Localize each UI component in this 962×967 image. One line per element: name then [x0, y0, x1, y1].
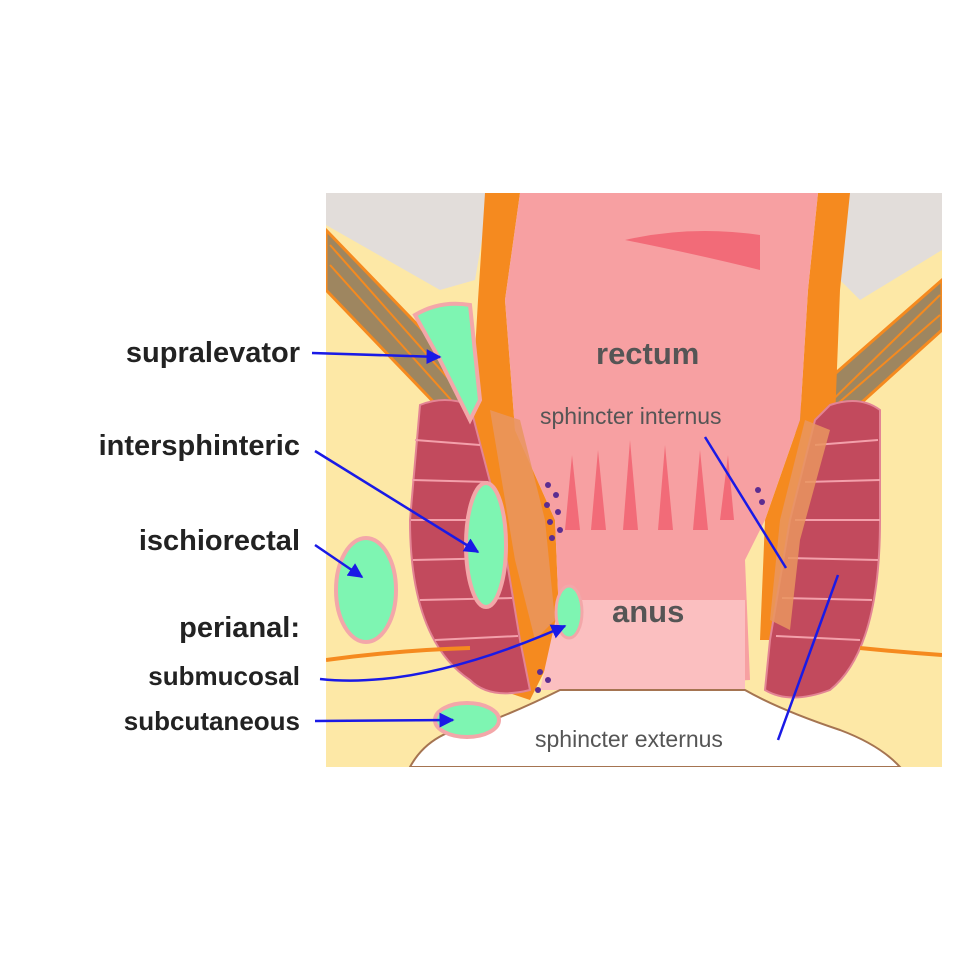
- label-supralevator: supralevator: [125, 337, 300, 369]
- arrow-supralevator: [311, 349, 442, 365]
- arrow-sphincter-internus: [703, 436, 788, 569]
- label-perianal: perianal:: [179, 612, 300, 644]
- label-intersphinteric: intersphinteric: [98, 430, 300, 462]
- rectal-mucosa: [505, 193, 818, 690]
- pelvic-region-left: [326, 193, 490, 290]
- label-subcutaneous: subcutaneous: [123, 706, 300, 736]
- rectal-fold: [625, 231, 760, 270]
- arrow-submucosal: [319, 624, 567, 682]
- label-sphincter-internus: sphincter internus: [540, 403, 722, 429]
- anatomy-panel: [326, 193, 942, 767]
- arrow-ischiorectal: [314, 543, 364, 579]
- ischiorectal-abscess: [334, 536, 398, 644]
- label-submucosal: submucosal: [148, 661, 300, 691]
- label-sphincter-externus: sphincter externus: [535, 726, 723, 752]
- arrow-subcutaneous: [314, 712, 455, 728]
- pelvic-region-right: [830, 193, 942, 300]
- label-ischiorectal: ischiorectal: [138, 525, 300, 557]
- intersphincteric-abscess: [464, 481, 508, 609]
- sphincter-externus-right-segments: [775, 439, 881, 641]
- perineal-fascia-right: [859, 646, 942, 657]
- sphincter-internus-right: [770, 420, 830, 630]
- anal-glands: [535, 482, 765, 693]
- anal-canal-mucosa: [540, 600, 745, 690]
- anal-columns: [565, 440, 734, 530]
- arrow-intersphinteric: [314, 449, 480, 554]
- sphincter-internus-left: [490, 410, 555, 640]
- label-arrows: [311, 349, 840, 741]
- label-anus: anus: [612, 594, 685, 629]
- label-rectum: rectum: [596, 336, 700, 371]
- supralevator-abscess: [412, 301, 483, 425]
- arrow-sphincter-externus: [776, 574, 840, 741]
- sphincter-externus-right: [763, 400, 881, 699]
- perineal-fascia-left: [326, 646, 471, 662]
- submucosal-abscess: [554, 584, 584, 640]
